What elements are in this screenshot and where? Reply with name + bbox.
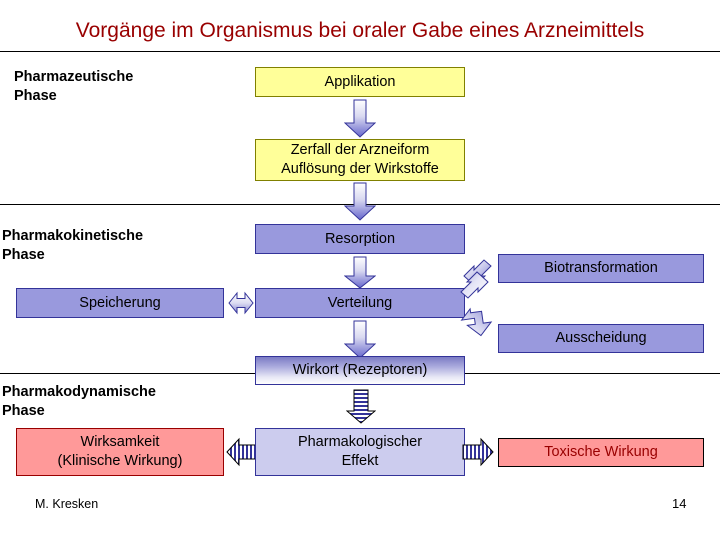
box-biotransformation[interactable]: Biotransformation	[498, 254, 704, 283]
arrow-verteilung-to-biotransformation	[458, 256, 502, 304]
arrow-speicherung-verteilung	[228, 289, 254, 317]
box-pharmakologischer-effekt[interactable]: Pharmakologischer Effekt	[255, 428, 465, 476]
box-wirksamkeit[interactable]: Wirksamkeit (Klinische Wirkung)	[16, 428, 224, 476]
phase-label-pharmakokinetische: Pharmakokinetische Phase	[2, 228, 144, 263]
arrow-wirkort-to-effekt	[346, 389, 376, 425]
arrow-effekt-to-toxische	[462, 435, 494, 469]
box-applikation[interactable]: Applikation	[255, 67, 465, 97]
phase-label-pharmakodynamische: Pharmakodynamische Phase	[2, 384, 156, 419]
divider-top	[0, 51, 720, 52]
box-ausscheidung[interactable]: Ausscheidung	[498, 324, 704, 353]
box-toxische-wirkung[interactable]: Toxische Wirkung	[498, 438, 704, 467]
arrow-applikation-to-zerfall	[344, 99, 376, 139]
box-speicherung[interactable]: Speicherung	[16, 288, 224, 318]
arrow-verteilung-to-wirkort	[344, 320, 376, 360]
arrow-resorption-to-verteilung	[344, 256, 376, 290]
arrow-verteilung-to-ausscheidung	[456, 306, 500, 348]
phase-label-pharmazeutische: Pharmazeutische Phase	[14, 69, 134, 104]
arrow-zerfall-to-resorption	[344, 182, 376, 222]
box-zerfall[interactable]: Zerfall der Arzneiform Auflösung der Wir…	[255, 139, 465, 181]
box-resorption[interactable]: Resorption	[255, 224, 465, 254]
page-number: 14	[672, 496, 687, 511]
box-wirkort[interactable]: Wirkort (Rezeptoren)	[255, 356, 465, 385]
box-verteilung[interactable]: Verteilung	[255, 288, 465, 318]
page-title: Vorgänge im Organismus bei oraler Gabe e…	[75, 19, 645, 42]
footer-author: M. Kresken	[35, 497, 99, 511]
arrow-effekt-to-wirksamkeit	[226, 435, 258, 469]
